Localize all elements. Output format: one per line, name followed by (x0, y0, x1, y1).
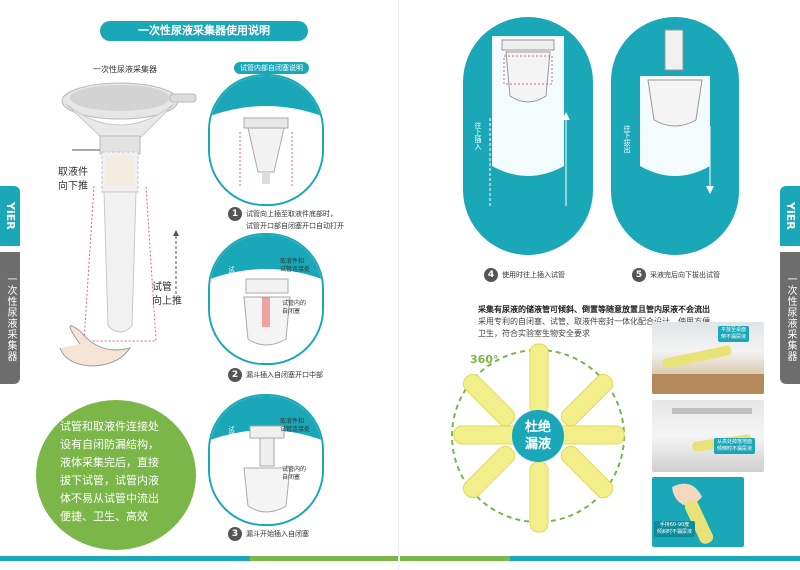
capsule-step-4 (463, 17, 593, 255)
brand-logo: YiER (0, 186, 20, 246)
step-text: 漏斗插入自闭塞开口中部 (246, 371, 323, 379)
bottom-bar-right (400, 556, 800, 561)
description-body-line: 卫生，符合实验室生物安全要求 (478, 329, 590, 338)
arrow-down-label: 往下拔出 (623, 125, 631, 153)
degree-label: 360° (470, 353, 499, 366)
green-line: 拔下试管，试管内液 (60, 474, 159, 487)
push-tube-line2: 向上推 (152, 296, 182, 307)
no-leak-line: 漏液 (524, 437, 551, 452)
capsule-step-5 (611, 17, 739, 255)
step-number: 5 (632, 268, 646, 282)
push-collector-line2: 向下推 (58, 181, 88, 192)
side-label: 一次性尿液采集器 (780, 252, 800, 384)
panel2-bottom-label: 试管内的自闭塞 (282, 300, 307, 315)
green-line: 体不易从试管中流出 (60, 492, 159, 505)
arrow-up-label: 往上插入 (474, 122, 482, 150)
step-text: 试管向上插至取液件底部时， (246, 210, 337, 218)
no-leak-line: 杜绝 (524, 420, 551, 435)
brand-logo: YiER (780, 186, 800, 246)
panel3-bottom-label: 试管内的自闭塞 (282, 466, 307, 481)
step-text: 漏斗开始插入自闭塞 (246, 530, 309, 538)
green-line: 便捷、卫生、高效 (60, 510, 148, 523)
description: 采集有尿液的储液管可倾斜、倒置等随意放置且管内尿液不会流出 采用专利的自闭塞、试… (478, 304, 748, 340)
step-text: 采液完后向下拔出试管 (650, 271, 720, 279)
step-4: 4 使用时往上插入试管 (484, 268, 565, 282)
no-leak-badge: 杜绝 漏液 (512, 410, 564, 462)
step-text: 试管开口部自闭塞开口自动打开 (246, 222, 344, 230)
push-collector-line1: 取液件 (58, 167, 88, 178)
page-title: 一次性尿液采集器使用说明 (100, 21, 308, 41)
step-number: 4 (484, 268, 498, 282)
photo-tag-3: 手持60-90度倾斜时不漏尿液 (654, 521, 696, 537)
step-number: 1 (228, 207, 242, 221)
detail-panel-1 (208, 74, 324, 206)
description-heading: 采集有尿液的储液管可倾斜、倒置等随意放置且管内尿液不会流出 (478, 305, 710, 314)
photo-floor: 从高处掉落地面倾倒时不漏尿液 (652, 400, 764, 472)
description-body-line: 采用专利的自闭塞、试管、取液件密封一体化配合设计，使用方便、 (478, 317, 718, 326)
detail-panel-2 (208, 233, 324, 365)
photo-hand: 手持60-90度倾斜时不漏尿液 (652, 477, 744, 547)
green-line: 试管和取液件连接处 (60, 420, 159, 433)
step-1: 1 试管向上插至取液件底部时， 试管开口部自闭塞开口自动打开 (228, 207, 368, 231)
panel2-vertical-label: 试管向上插至取液件底部 (227, 266, 234, 332)
product-label: 一次性尿液采集器 (93, 65, 157, 74)
left-page: 一次性尿液采集器使用说明 一次性尿液采集器 试管内部自闭塞说明 取液件 向下推 … (0, 21, 368, 550)
push-tube-line1: 试管 (152, 282, 172, 293)
panel3-vertical-label: 试管向上插至取液件底部 (227, 426, 234, 492)
side-label: 一次性尿液采集器 (0, 252, 20, 384)
bottom-bar-left (0, 556, 400, 561)
step-number: 2 (228, 368, 242, 382)
detail-label: 试管内部自闭塞说明 (234, 62, 309, 74)
step-text: 使用时往上插入试管 (502, 271, 565, 279)
photo-tag-2: 从高处掉落地面倾倒时不漏尿液 (714, 438, 756, 454)
collector-illustration (59, 82, 197, 367)
photo-table: 平放至桌面倒不漏尿液 (652, 322, 764, 394)
step-5: 5 采液完后向下拔出试管 (632, 268, 720, 282)
step-2: 2 漏斗插入自闭塞开口中部 (228, 368, 368, 382)
green-line: 设有自闭防漏结构， (60, 438, 159, 451)
photo-tag-1: 平放至桌面倒不漏尿液 (718, 326, 750, 342)
green-callout (36, 400, 196, 550)
panel2-top-label: 取液件和试管连接处 (280, 258, 311, 273)
green-callout-text: 试管和取液件连接处 设有自闭防漏结构， 液体采集完后，直接 拔下试管，试管内液 … (60, 418, 190, 526)
panel3-top-label: 取液件和试管连接处 (280, 418, 311, 433)
detail-panel-3 (208, 394, 324, 526)
step-number: 3 (228, 527, 242, 541)
step-3: 3 漏斗开始插入自闭塞 (228, 527, 368, 541)
rotation-graphic (451, 343, 625, 533)
green-line: 液体采集完后，直接 (60, 456, 159, 469)
